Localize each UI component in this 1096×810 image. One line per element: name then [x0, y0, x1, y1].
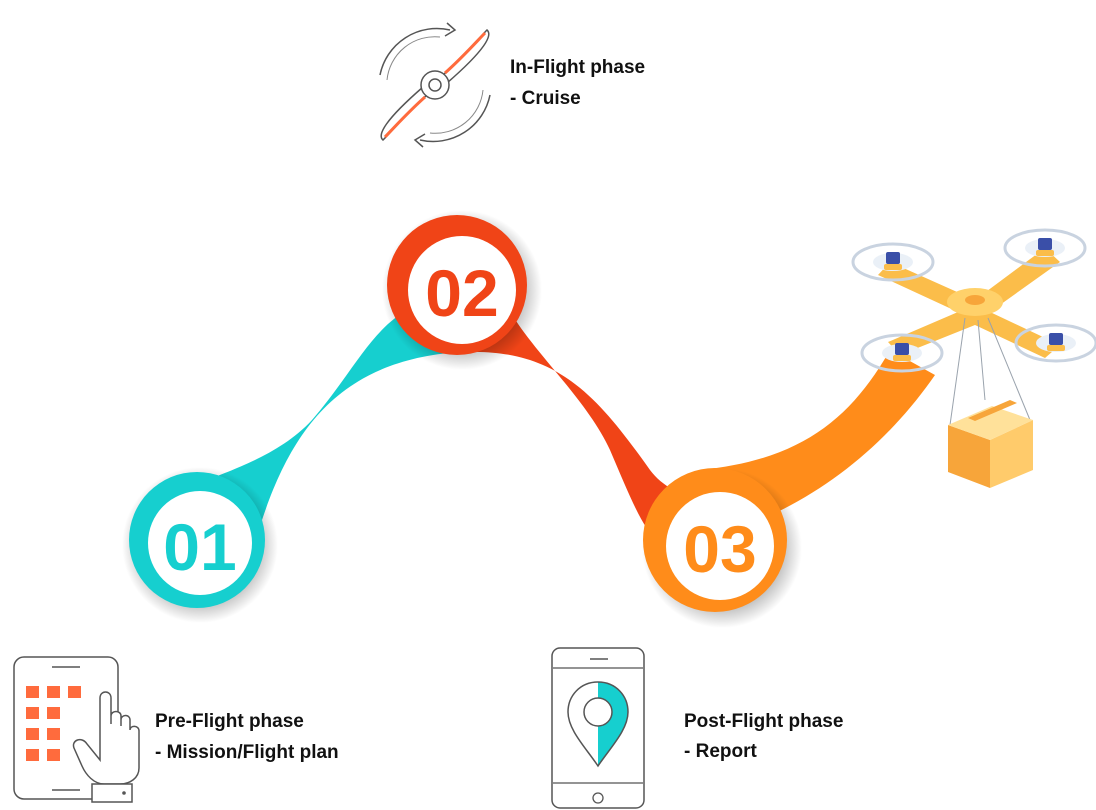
step-02-title: In-Flight phase: [510, 57, 645, 78]
step-01-subtitle: - Mission/Flight plan: [155, 742, 339, 763]
step-02-number: 02: [425, 256, 498, 330]
step-01-title: Pre-Flight phase: [155, 711, 304, 732]
step-03-subtitle: - Report: [684, 741, 758, 762]
step-01-number: 01: [163, 510, 236, 584]
step-02-subtitle: - Cruise: [510, 88, 581, 109]
step-01-node: 01: [122, 467, 278, 623]
step-03-number: 03: [683, 512, 756, 586]
delivery-drone-icon: [851, 228, 1096, 488]
step-03-title: Post-Flight phase: [684, 711, 843, 732]
connector-02-03: [470, 300, 710, 560]
propeller-icon: [379, 22, 491, 148]
phone-location-icon: [551, 647, 645, 809]
step-03-node: 03: [642, 468, 802, 628]
connector-01-02: [208, 300, 460, 520]
tablet-touch-icon: [13, 656, 140, 803]
step-02-node: 02: [382, 210, 542, 370]
